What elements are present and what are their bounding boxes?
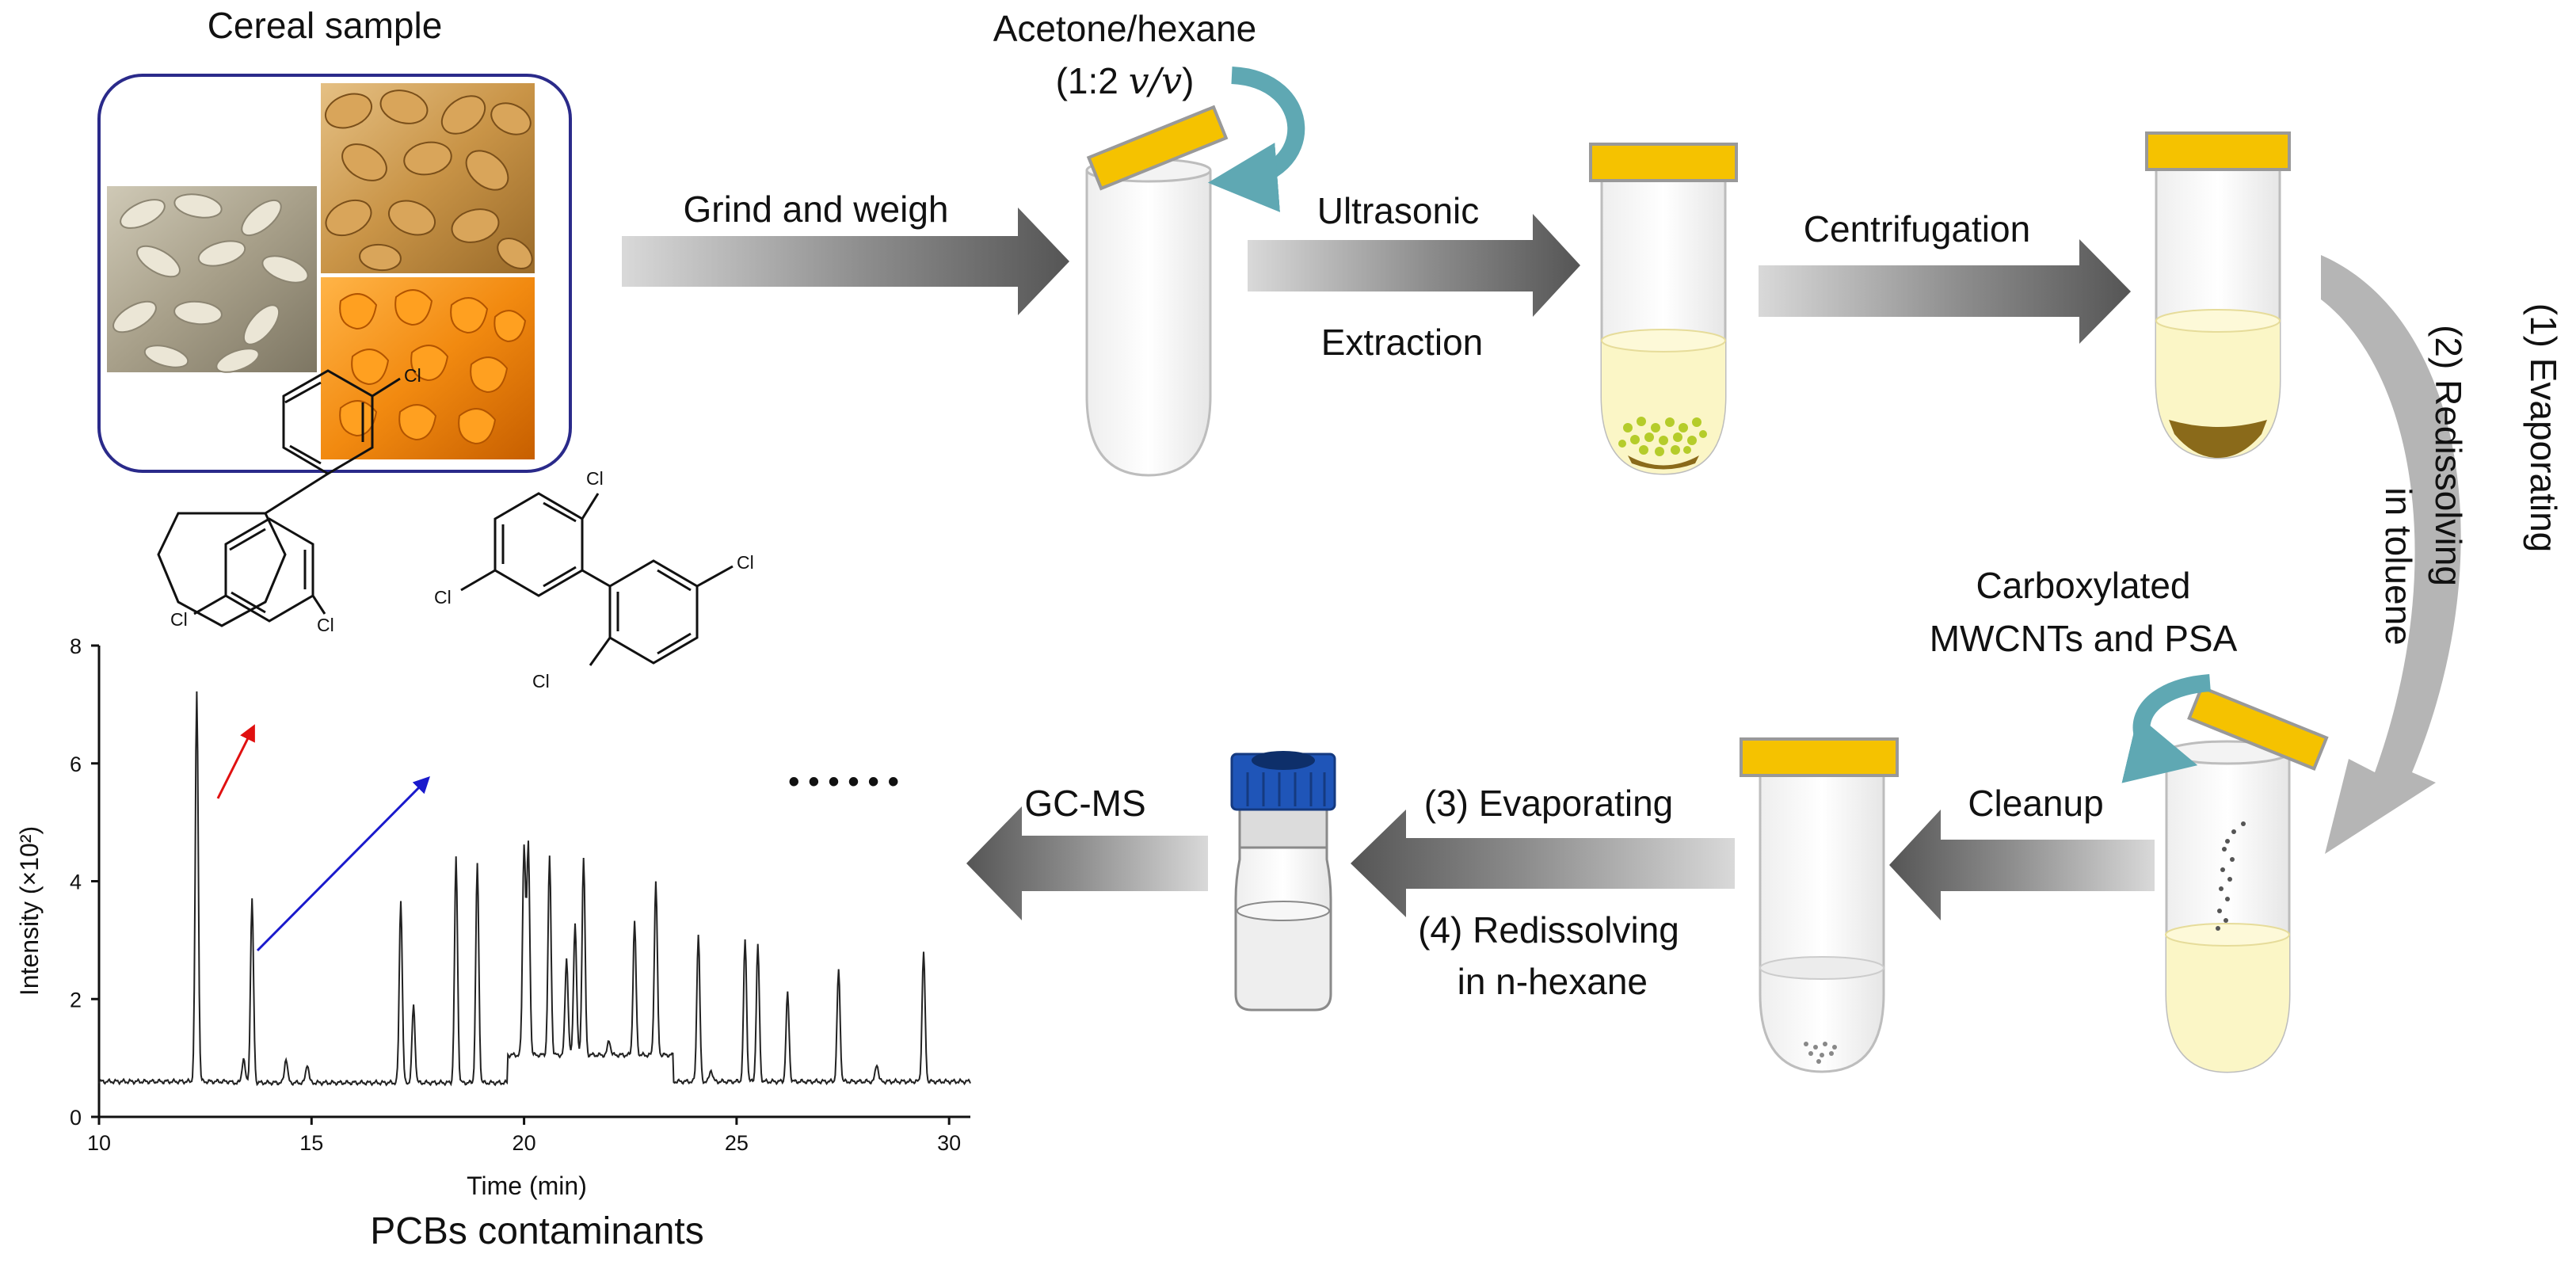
cl-label: Cl [586, 468, 604, 489]
tube-centrifuged [2145, 131, 2291, 459]
y-tick-label: 6 [70, 753, 82, 776]
centrifugation-label: Centrifugation [1804, 208, 2030, 250]
redissolving-4-label: (4) Redissolving [1418, 909, 1679, 951]
grind-and-weigh-label: Grind and weigh [684, 189, 949, 230]
x-tick-label: 25 [725, 1131, 749, 1155]
extraction-label: Extraction [1321, 322, 1484, 363]
x-tick-label: 10 [87, 1131, 111, 1155]
corn-photo [321, 277, 535, 459]
evaporating-3-label: (3) Evaporating [1424, 783, 1674, 824]
redissolving-2-label: (2) Redissolving [2428, 325, 2469, 586]
y-tick-label: 2 [70, 988, 82, 1012]
y-tick-label: 4 [70, 871, 82, 894]
tube-cleanup [2164, 740, 2291, 1073]
evaporating-1-label: (1) Evaporating [2523, 303, 2564, 553]
tube-cap-tilted [1086, 105, 1229, 191]
arrow-cleanup [1889, 810, 2155, 920]
sorbent-label-line1: Carboxylated [1976, 565, 2190, 606]
y-tick-label: 0 [70, 1106, 82, 1130]
solvent-label-line1: Acetone/hexane [993, 8, 1257, 49]
tube-cap-tilted-cleanup [2187, 685, 2329, 771]
cl-label: Cl [532, 671, 550, 692]
arrow-ultrasonic [1248, 214, 1580, 317]
chart-axis-lines [97, 646, 970, 1118]
chromatogram-trace [98, 691, 971, 1087]
pcb-structure-1-rings [193, 517, 326, 623]
cl-label: Cl [434, 587, 452, 608]
pcb-structure-1 [157, 369, 401, 627]
sorbent-addition-curved-arrow [2121, 674, 2212, 783]
arrow-centrifugation [1759, 239, 2131, 344]
cl-label: Cl [737, 552, 754, 573]
rice-photo [107, 186, 317, 373]
in-toluene-label: in toluene [2378, 487, 2419, 646]
cleanup-label: Cleanup [1968, 783, 2103, 824]
chromatogram-line [98, 691, 971, 1087]
cl-label: Cl [404, 365, 421, 386]
in-n-hexane-label: in n-hexane [1458, 961, 1648, 1002]
x-tick-label: 30 [937, 1131, 961, 1155]
y-tick-label: 8 [70, 634, 82, 658]
arrow-grind [622, 208, 1069, 315]
chart-ticks: 10 15 20 25 30 0 2 4 6 8 [70, 634, 961, 1155]
tube-after-cleanup [1740, 737, 1899, 1073]
solvent-ratio-label: (1:2 v/v) [1056, 59, 1195, 102]
blue-pointer-arrow [256, 776, 430, 952]
tube-extraction [1589, 143, 1738, 475]
x-tick-label: 20 [513, 1131, 536, 1155]
cereal-sample-label: Cereal sample [208, 5, 443, 46]
cl-label: Cl [170, 609, 188, 630]
pcbs-contaminants-label: PCBs contaminants [370, 1210, 704, 1252]
arrow-evaporate-redissolve [1351, 810, 1735, 917]
red-pointer-arrow [216, 724, 255, 799]
ultrasonic-label: Ultrasonic [1317, 190, 1480, 231]
chromatogram: 10 15 20 25 30 0 2 4 6 8 Time (min) Intensity (×1… [15, 634, 971, 1200]
more-compounds-ellipsis: • • • • • • [788, 764, 899, 799]
x-tick-label: 15 [299, 1131, 323, 1155]
solvent-addition-curved-arrow [1207, 67, 1305, 212]
wheat-photo [321, 83, 535, 273]
tube-empty [1085, 158, 1212, 477]
cl-label: Cl [317, 615, 334, 635]
x-axis-title: Time (min) [467, 1172, 587, 1200]
y-axis-title: Intensity (×10²) [15, 826, 44, 996]
sorbent-label-line2: MWCNTs and PSA [1930, 618, 2238, 659]
evaporate-redissolve-curved-arrow [2321, 255, 2461, 854]
gc-vial [1230, 751, 1336, 1012]
pcb-structure-2 [460, 492, 734, 666]
chart-axes [97, 646, 970, 1118]
arrow-gc-ms [966, 806, 1208, 920]
gc-ms-label: GC-MS [1024, 783, 1145, 824]
chart-peaks [196, 692, 924, 1069]
